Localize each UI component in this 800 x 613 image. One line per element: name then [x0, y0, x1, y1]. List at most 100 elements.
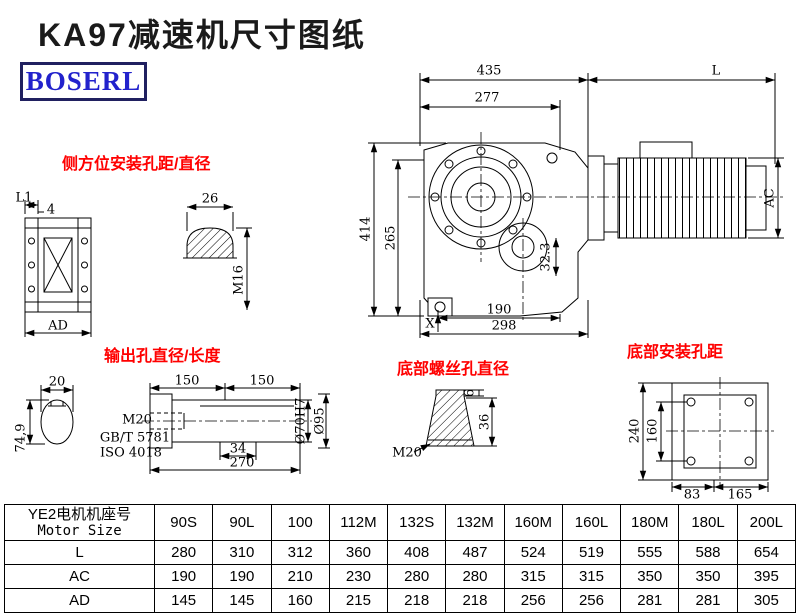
- dim-4: 4: [46, 202, 56, 218]
- label-output-hole: 输出孔直径/长度: [104, 348, 221, 365]
- standard-gbt: GB/T 5781: [99, 430, 171, 446]
- dimension-value-cell: 210: [270, 564, 330, 589]
- motor-size-column-header: 132M: [445, 504, 505, 541]
- dim-20: 20: [48, 374, 66, 390]
- dimension-value-cell: 256: [503, 588, 563, 613]
- motor-size-column-header: 200L: [736, 504, 797, 541]
- dim-L: L: [711, 63, 721, 79]
- table-header-motor-size: YE2电机机座号 Motor Size: [4, 504, 155, 541]
- dimension-value-cell: 218: [387, 588, 447, 613]
- dimension-value-cell: 145: [153, 588, 214, 613]
- dim-435: 435: [476, 63, 502, 79]
- dimension-value-cell: 315: [561, 564, 622, 589]
- dim-160: 160: [645, 418, 661, 444]
- label-side-mount: 侧方位安装孔距/直径: [62, 156, 211, 173]
- motor-size-column-header: 90L: [212, 504, 272, 541]
- dim-M20-output: M20: [122, 412, 152, 428]
- dimension-value-cell: 360: [328, 540, 389, 565]
- standard-iso: ISO 4018: [100, 445, 162, 461]
- bottom-mount-drawing: [638, 377, 774, 492]
- dim-74-9: 74,9: [13, 423, 29, 453]
- dimension-value-cell: 256: [561, 588, 622, 613]
- output-shaft-drawing: [26, 383, 330, 474]
- dimension-value-cell: 310: [212, 540, 272, 565]
- dimension-value-cell: 190: [153, 564, 214, 589]
- dimension-value-cell: 519: [561, 540, 622, 565]
- header-en: Motor Size: [37, 522, 122, 539]
- dimension-value-cell: 555: [620, 540, 680, 565]
- dimension-value-cell: 305: [736, 588, 797, 613]
- dimension-value-cell: 145: [212, 588, 272, 613]
- dim-M16: M16: [231, 265, 247, 295]
- side-mount-view-drawing: [24, 200, 92, 337]
- dim-95: Ø95: [312, 407, 328, 435]
- dim-36: 36: [477, 413, 493, 431]
- dim-AD: AD: [48, 318, 68, 334]
- row-label: AC: [4, 564, 155, 589]
- header-cn: YE2电机机座号: [27, 505, 132, 523]
- dimension-value-cell: 350: [678, 564, 738, 589]
- dimension-value-cell: 280: [445, 564, 505, 589]
- dimension-value-cell: 654: [736, 540, 797, 565]
- dimension-value-cell: 487: [445, 540, 505, 565]
- dim-165: 165: [727, 487, 753, 503]
- label-bottom-screw: 底部螺丝孔直径: [397, 361, 510, 378]
- motor-size-column-header: 180L: [678, 504, 738, 541]
- dim-X: X: [425, 316, 435, 332]
- dim-298: 298: [491, 318, 517, 334]
- boserl-logo: BOSERL: [20, 62, 147, 101]
- bottom-screw-drawing: [413, 389, 497, 453]
- dimension-value-cell: 350: [620, 564, 680, 589]
- main-view-drawing: [368, 73, 786, 338]
- dim-L1: L1: [15, 190, 33, 206]
- dimension-value-cell: 395: [736, 564, 797, 589]
- dim-32-3: 32.3: [538, 242, 554, 272]
- dimension-value-cell: 230: [328, 564, 389, 589]
- motor-size-column-header: 160M: [503, 504, 563, 541]
- dim-M20-screw: M20: [392, 445, 422, 461]
- dimension-value-cell: 280: [153, 540, 214, 565]
- dim-265: 265: [383, 225, 399, 251]
- dim-190: 190: [486, 302, 512, 318]
- dim-414: 414: [358, 216, 374, 242]
- dimension-value-cell: 524: [503, 540, 563, 565]
- dim-34: 34: [229, 441, 247, 457]
- dimension-value-cell: 281: [678, 588, 738, 613]
- dimension-value-cell: 280: [387, 564, 447, 589]
- dim-70H7: Ø70H7: [293, 397, 309, 445]
- dimension-value-cell: 315: [503, 564, 563, 589]
- page-title: KA97减速机尺寸图纸: [38, 17, 366, 53]
- dimension-value-cell: 215: [328, 588, 389, 613]
- motor-size-column-header: 112M: [328, 504, 389, 541]
- dimension-value-cell: 160: [270, 588, 330, 613]
- dimension-value-cell: 588: [678, 540, 738, 565]
- dim-26: 26: [201, 191, 219, 207]
- dimension-value-cell: 312: [270, 540, 330, 565]
- dim-AC: AC: [762, 188, 778, 208]
- dimension-value-cell: 218: [445, 588, 505, 613]
- dim-150a: 150: [174, 373, 200, 389]
- motor-size-column-header: 100: [270, 504, 330, 541]
- dim-270: 270: [229, 455, 255, 471]
- dim-240: 240: [627, 418, 643, 444]
- label-bottom-mount: 底部安装孔距: [627, 344, 724, 361]
- dim-277: 277: [474, 90, 500, 106]
- dimension-value-cell: 408: [387, 540, 447, 565]
- row-label: L: [4, 540, 155, 565]
- dim-150b: 150: [249, 373, 275, 389]
- dimension-value-cell: 190: [212, 564, 272, 589]
- motor-size-column-header: 132S: [387, 504, 447, 541]
- plug-view-drawing: [183, 203, 252, 310]
- dim-6: 6: [462, 388, 478, 398]
- motor-size-column-header: 90S: [153, 504, 214, 541]
- dim-83: 83: [683, 487, 701, 503]
- dimension-value-cell: 281: [620, 588, 680, 613]
- motor-size-column-header: 160L: [561, 504, 622, 541]
